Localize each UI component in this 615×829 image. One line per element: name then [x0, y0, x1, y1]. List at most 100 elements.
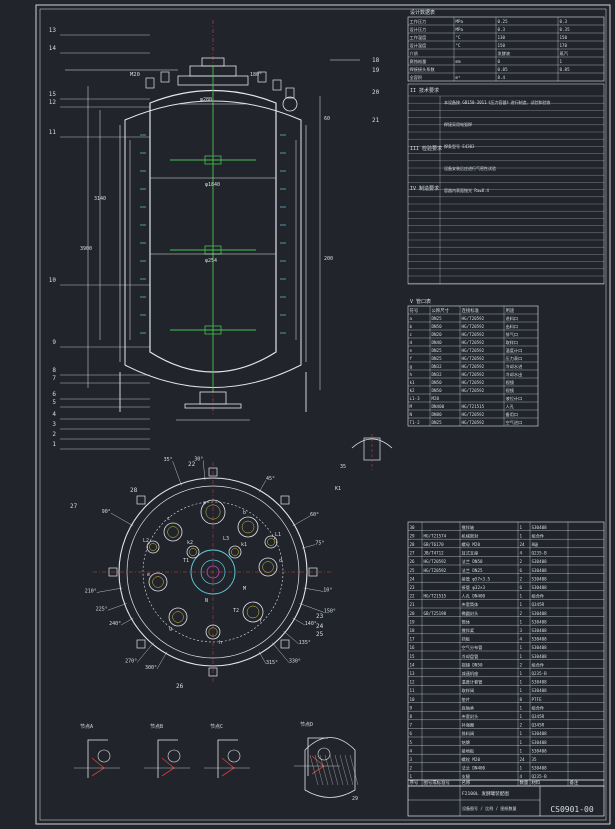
- table-cell: 发酵液: [498, 50, 511, 57]
- table-cell: JB/T4712: [424, 551, 445, 556]
- table-cell: S30408: [532, 628, 548, 633]
- table-cell: DN40: [432, 340, 443, 345]
- notes-section-title: II 技术要求: [410, 87, 439, 94]
- table-cell: DN32: [432, 372, 443, 377]
- angle-text: 270°: [125, 658, 137, 664]
- table-cell: S30408: [532, 559, 548, 564]
- support-lug: [108, 567, 118, 577]
- table-cell: 全容积: [410, 74, 423, 81]
- table-cell: 4: [520, 774, 523, 779]
- table-cell: 减速机座: [462, 670, 479, 677]
- table-cell: 24: [410, 576, 416, 581]
- plan-nozzle: [186, 545, 200, 559]
- table-cell: 2: [520, 559, 523, 564]
- table-cell: GB/T6170: [424, 542, 445, 547]
- section-detail-view: K1 35: [335, 434, 393, 492]
- drawing-title: F2100L 发酵罐装配图: [462, 790, 509, 797]
- angle-leader: [107, 603, 127, 611]
- table-cell: DN25: [432, 348, 443, 353]
- notes-line: 焊接采用电弧焊: [444, 121, 472, 127]
- table-cell: 29: [410, 533, 416, 538]
- support-lug: [208, 667, 218, 677]
- table-cell: 16: [410, 645, 416, 650]
- table-cell: 法兰 DN400: [462, 765, 486, 772]
- table-cell: 11: [410, 688, 416, 693]
- callout-number: 15: [49, 91, 57, 98]
- table-cell: 1: [520, 714, 523, 719]
- plan-nozzle: [264, 535, 278, 549]
- table-cell: 1: [520, 525, 523, 530]
- plan-nozzle: [148, 572, 168, 592]
- table-cell: 12: [410, 680, 416, 685]
- table-cell: 24: [520, 542, 526, 547]
- table-cell: 组合件: [532, 532, 545, 539]
- table-cell: 进料口: [506, 315, 519, 322]
- table-cell: 0.3: [498, 27, 506, 32]
- table-cell: 28: [410, 542, 416, 547]
- dimension-text: 3140: [94, 196, 106, 202]
- table-cell: 4: [520, 551, 523, 556]
- inner-border: [39, 8, 607, 821]
- angle-leader: [258, 651, 267, 664]
- table-cell: S30408: [532, 748, 548, 753]
- callout-number: 12: [49, 99, 57, 106]
- table-cell: 0.85: [560, 67, 571, 72]
- impeller-hub: [204, 325, 222, 335]
- table-cell: 1: [520, 766, 523, 771]
- table-cell: 26: [410, 559, 416, 564]
- notes-line: 设备安装后应进行气密性试验: [444, 165, 496, 171]
- angle-text: 180°: [250, 72, 262, 78]
- table-cell: PTFE: [532, 697, 543, 702]
- table-cell: 夹套封头: [462, 713, 479, 720]
- angle-text: 60°: [310, 512, 319, 518]
- table-cell: 1: [520, 680, 523, 685]
- detail-label: 35: [340, 464, 346, 470]
- detail-label: K1: [335, 486, 341, 492]
- table-cell: 14: [410, 662, 416, 667]
- dimension-text: 3900: [80, 246, 92, 252]
- table-cell: S30408: [532, 619, 548, 624]
- table-cell: HG/T20592: [424, 559, 447, 564]
- table-cell: DN50: [432, 324, 443, 329]
- angle-text: 35°: [164, 457, 173, 463]
- table-cell: Q235-B: [532, 671, 548, 676]
- detail-title: 节点B: [150, 724, 163, 730]
- angle-leader: [110, 512, 134, 527]
- dimension-text: φ1840: [205, 182, 220, 188]
- table-cell: HG/T20592: [462, 372, 485, 377]
- callout-number: 20: [372, 89, 380, 96]
- nozzle-mark: a: [203, 500, 206, 506]
- table-cell: 工作压力: [410, 18, 427, 25]
- table-cell: 2: [410, 766, 413, 771]
- angle-leader: [121, 617, 134, 626]
- table-cell: S30408: [532, 654, 548, 659]
- table-cell: Q345R: [532, 714, 545, 719]
- table-cell: 铭牌: [462, 739, 470, 746]
- table-cell: 0: [498, 59, 501, 64]
- angle-text: 45°: [266, 476, 275, 482]
- table-cell: MPa: [456, 27, 464, 32]
- table-cell: 设计温度: [410, 42, 428, 49]
- table-header-cell: 数量: [520, 779, 529, 786]
- table-cell: DN50: [432, 388, 443, 393]
- table-cell: 取样阀: [462, 687, 475, 694]
- table-cell: 17: [410, 637, 416, 642]
- table-border: [407, 305, 539, 427]
- table-cell: 椭圆封头: [462, 610, 479, 617]
- table-cell: S30408: [532, 645, 548, 650]
- table-header-cell: 材料: [532, 779, 541, 786]
- table-cell: S30408: [532, 740, 548, 745]
- table-cell: 螺母 M20: [462, 541, 481, 548]
- table-cell: 空气进口: [506, 419, 523, 426]
- callout-number: 21: [372, 117, 380, 124]
- callout-number: 7: [52, 375, 56, 382]
- table-cell: 冷却水进: [506, 363, 524, 370]
- jacket-outline: [119, 125, 307, 362]
- plan-nozzle: [237, 516, 259, 538]
- table-cell: 温度计套管: [462, 679, 483, 686]
- nozzle-mark: L2: [143, 538, 149, 544]
